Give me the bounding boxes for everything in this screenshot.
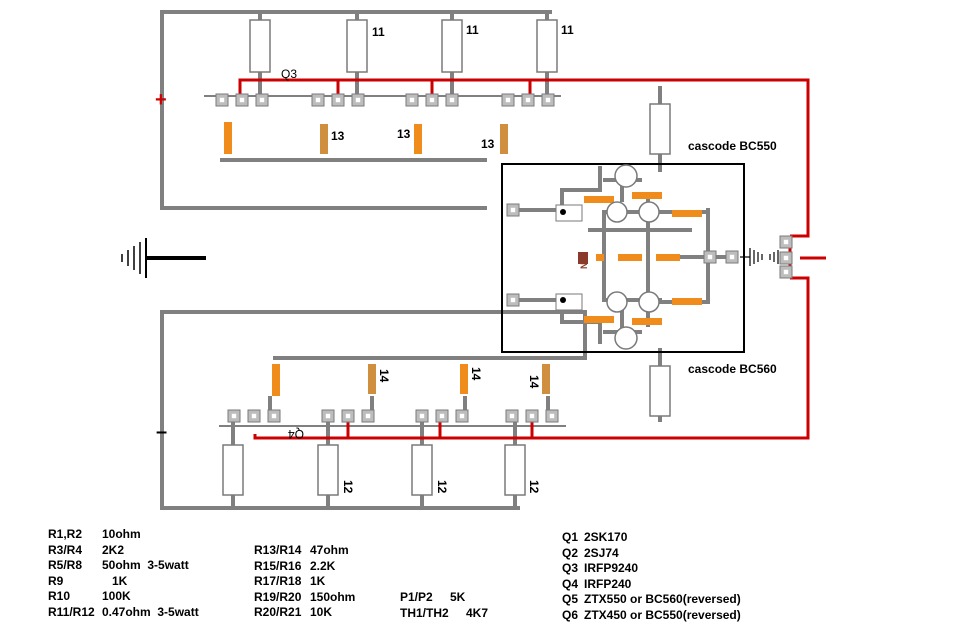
legend-row: TH1/TH2 4K7 [400, 606, 488, 622]
legend-key: Q1 [562, 530, 579, 544]
legend-key: P1/P2 [400, 590, 433, 604]
legend-value: 10K [310, 605, 333, 619]
legend-row: R11/R12 0.47ohm 3-5watt [48, 605, 199, 621]
ground-symbol-right [740, 248, 779, 266]
legend-key: R10 [48, 589, 71, 603]
resistor-11-label: 11 [372, 25, 385, 39]
legend-row: Q1 2SK170 [562, 530, 741, 546]
resistor-12-label: 12 [435, 480, 449, 494]
legend-row: R15/R16 2.2K [254, 559, 355, 575]
legend-row: R13/R14 47ohm [254, 543, 355, 559]
legend-row: R19/R20 150ohm [254, 590, 355, 606]
legend-resistors-2: R13/R14 47ohm R15/R16 2.2K R17/R18 1K R19/R… [254, 543, 355, 621]
legend-value: 2K2 [102, 542, 125, 557]
resistor-12-label: 12 [527, 480, 541, 494]
legend-key: Q5 [562, 592, 579, 606]
plus-sign: + [155, 89, 167, 111]
legend-value: 150ohm [310, 589, 356, 604]
legend-key: R9 [48, 573, 64, 588]
legend-value: 2SK170 [584, 530, 628, 544]
legend-key: R3/R4 [48, 542, 83, 557]
q3-label: Q3 [281, 67, 297, 81]
resistor-12-label: 12 [341, 480, 355, 494]
resistor-11-label: 11 [466, 23, 479, 37]
legend-row: R9 1K [48, 574, 199, 590]
legend-value: IRFP9240 [584, 561, 639, 575]
resistor-11-label: 11 [561, 23, 574, 37]
ni-label: NI [579, 260, 589, 269]
legend-key: R19/R20 [254, 589, 302, 604]
legend-key: TH1/TH2 [400, 605, 449, 620]
legend-row: Q3 IRFP9240 [562, 561, 741, 577]
trimmer-boxes [555, 204, 583, 311]
resistor-14-label: 14 [469, 367, 483, 381]
bottom-resistors [222, 365, 671, 496]
legend-value: ZTX450 or BC550(reversed) [584, 607, 741, 622]
legend-value: 100K [102, 589, 131, 603]
cascode-bc560-label: cascode BC560 [688, 362, 777, 376]
legend-key: R11/R12 [48, 604, 95, 619]
grey-traces [160, 10, 732, 510]
resistor-13-label: 13 [331, 129, 345, 143]
legend-row: R17/R18 1K [254, 574, 355, 590]
cascode-box [501, 163, 745, 353]
legend-key: R5/R8 [48, 558, 83, 572]
ground-symbol-left [121, 238, 206, 278]
legend-pots-thermistors: P1/P2 5K TH1/TH2 4K7 [400, 590, 488, 621]
legend-value: 50ohm 3-5watt [102, 558, 189, 572]
legend-row: Q2 2SJ74 [562, 546, 741, 562]
legend-key: R13/R14 [254, 543, 302, 557]
legend-row: Q4 IRFP240 [562, 577, 741, 593]
legend-value: 2SJ74 [584, 545, 619, 560]
legend-key: Q4 [562, 576, 579, 591]
legend-row: R3/R4 2K2 [48, 543, 199, 559]
legend-value: 2.2K [310, 558, 336, 573]
resistor-14-label: 14 [377, 369, 391, 383]
legend-value: 1K [310, 574, 326, 588]
cascode-bc550-label: cascode BC550 [688, 139, 777, 153]
legend-row: Q6 ZTX450 or BC550(reversed) [562, 608, 741, 624]
resistor-13-label: 13 [397, 127, 411, 141]
legend-value: 0.47ohm 3-5watt [102, 604, 199, 619]
orange-components [224, 122, 702, 396]
legend-key: R1,R2 [48, 527, 83, 541]
legend-key: Q2 [562, 545, 579, 560]
legend-value: 10ohm [102, 527, 141, 541]
resistor-14-label: 14 [527, 375, 541, 389]
top-resistors [249, 19, 671, 155]
legend-value: 5K [450, 590, 466, 604]
legend-row: R1,R2 10ohm [48, 527, 199, 543]
legend-value: 4K7 [466, 605, 489, 620]
legend-row: R10 100K [48, 589, 199, 605]
legend-row: R5/R8 50ohm 3-5watt [48, 558, 199, 574]
legend-key: Q6 [562, 607, 579, 622]
legend-key: R20/R21 [254, 605, 302, 619]
transistor-circles [606, 164, 660, 350]
legend-row: Q5 ZTX550 or BC560(reversed) [562, 592, 741, 608]
legend-value: ZTX550 or BC560(reversed) [584, 592, 741, 606]
legend-key: R15/R16 [254, 558, 302, 573]
minus-sign: – [156, 421, 167, 443]
legend-row: R20/R21 10K [254, 605, 355, 621]
legend-key: R17/R18 [254, 574, 302, 588]
legend-value: 47ohm [310, 543, 349, 557]
legend-value: 1K [112, 573, 128, 588]
legend-key: Q3 [562, 561, 579, 575]
resistor-13-label: 13 [481, 137, 495, 151]
legend-resistors-1: R1,R2 10ohm R3/R4 2K2 R5/R8 50ohm 3-5watt R… [48, 527, 199, 620]
legend-row: P1/P2 5K [400, 590, 488, 606]
q4-label: Q4 [288, 427, 304, 441]
legend-transistors: Q1 2SK170 Q2 2SJ74 Q3 IRFP9240 Q4 IRFP240 Q5… [562, 530, 741, 623]
legend-value: IRFP240 [584, 576, 632, 591]
